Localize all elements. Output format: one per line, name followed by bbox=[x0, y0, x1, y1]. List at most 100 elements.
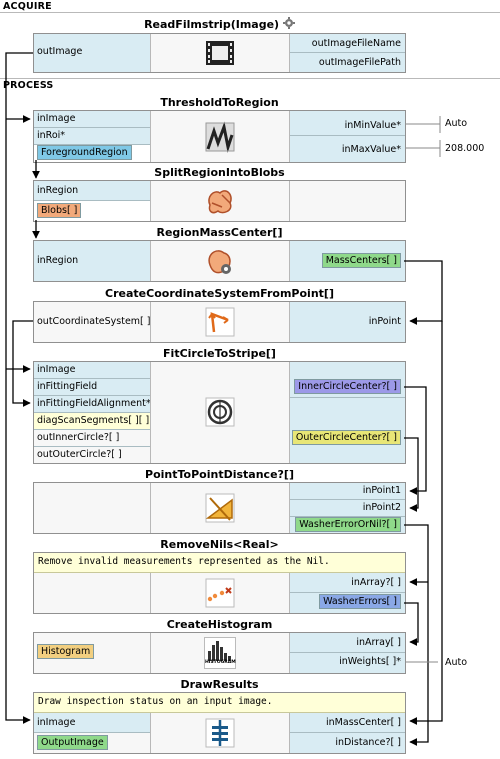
port-out-image-file-path[interactable]: outImageFilePath bbox=[318, 57, 401, 68]
circle-fit-icon bbox=[205, 397, 235, 427]
filmstrip-icon bbox=[206, 41, 234, 65]
port-mass-centers[interactable]: MassCenters[ ] bbox=[290, 253, 405, 269]
input-ports: inRegion bbox=[34, 241, 150, 281]
node-title-threshold[interactable]: ThresholdToRegion bbox=[160, 96, 279, 109]
link-mass-centers-draw[interactable] bbox=[409, 321, 443, 725]
port-in-image[interactable]: inImage bbox=[34, 111, 150, 128]
link-washer-error[interactable] bbox=[404, 524, 429, 746]
node-title-split[interactable]: SplitRegionIntoBlobs bbox=[154, 166, 285, 179]
port-blobs[interactable]: Blobs[ ] bbox=[34, 201, 150, 221]
node-read-filmstrip[interactable]: outImage outImageFileName outImageFilePa… bbox=[33, 33, 406, 73]
port-outer-circle-center[interactable]: OuterCircleCenter?[ ] bbox=[290, 430, 405, 449]
draw-results-icon bbox=[205, 718, 235, 748]
port-out-coordinate-system[interactable]: outCoordinateSystem[ ] bbox=[37, 316, 150, 327]
port-in-image[interactable]: inImage bbox=[34, 713, 150, 733]
distance-icon bbox=[205, 493, 235, 523]
node-point-to-point-distance[interactable]: inPoint1 inPoint2 WasherErrorOrNil?[ ] bbox=[33, 482, 406, 534]
input-area bbox=[34, 483, 150, 533]
link-mass-centers[interactable] bbox=[404, 260, 443, 325]
histogram-icon: HISTOGRAM bbox=[204, 637, 236, 669]
port-out-image[interactable]: outImage bbox=[37, 46, 83, 57]
value-max[interactable]: 208.000 bbox=[445, 143, 485, 154]
node-create-histogram[interactable]: Histogram HISTOGRAM inArray[ ] inWeights… bbox=[33, 632, 406, 674]
output-ports: inPoint1 inPoint2 WasherErrorOrNil?[ ] bbox=[290, 483, 405, 533]
port-in-weights[interactable]: inWeights[ ]* bbox=[339, 656, 401, 667]
node-title-draw-results[interactable]: DrawResults bbox=[180, 678, 259, 691]
coordinate-system-icon bbox=[205, 307, 235, 337]
value-weights[interactable]: Auto bbox=[445, 657, 468, 668]
port-in-point-2[interactable]: inPoint2 bbox=[290, 500, 405, 517]
node-title-histogram[interactable]: CreateHistogram bbox=[166, 618, 273, 631]
output-pill: MassCenters[ ] bbox=[321, 253, 401, 268]
port-washer-errors[interactable]: WasherErrors[ ] bbox=[290, 594, 405, 613]
port-histogram[interactable]: Histogram bbox=[34, 644, 150, 660]
port-in-mass-center[interactable]: inMassCenter[ ] bbox=[290, 713, 405, 733]
output-pill: Histogram bbox=[37, 644, 95, 659]
port-in-min-value[interactable]: inMinValue* bbox=[290, 116, 405, 136]
output-pill: OuterCircleCenter?[ ] bbox=[291, 430, 401, 445]
node-title-mass-center[interactable]: RegionMassCenter[] bbox=[156, 226, 283, 239]
port-in-region[interactable]: inRegion bbox=[37, 255, 79, 266]
port-in-roi[interactable]: inRoi* bbox=[34, 128, 150, 145]
port-out-inner-circle[interactable]: outInnerCircle?[ ] bbox=[34, 430, 150, 447]
link-outer-center[interactable] bbox=[404, 437, 419, 512]
histogram-icon-label: HISTOGRAM bbox=[205, 660, 236, 665]
port-in-max-value[interactable]: inMaxValue* bbox=[341, 144, 401, 155]
port-diag-scan-segments[interactable]: diagScanSegments[ ][ ] bbox=[34, 413, 150, 430]
port-output-image[interactable]: OutputImage bbox=[34, 733, 150, 753]
node-draw-results[interactable]: Draw inspection status on an input image… bbox=[33, 692, 406, 754]
icon-cell bbox=[150, 362, 290, 463]
node-region-mass-center[interactable]: inRegion MassCenters[ ] bbox=[33, 240, 406, 282]
node-create-coordinate-system[interactable]: outCoordinateSystem[ ] inPoint bbox=[33, 301, 406, 343]
section-divider bbox=[0, 78, 500, 79]
port-in-region[interactable]: inRegion bbox=[34, 181, 150, 201]
gear-icon[interactable] bbox=[282, 17, 295, 29]
port-in-point[interactable]: inPoint bbox=[368, 316, 401, 327]
node-threshold-to-region[interactable]: inImage inRoi* ForegroundRegion inMinVal… bbox=[33, 110, 406, 163]
node-title-read-filmstrip[interactable]: ReadFilmstrip(Image) bbox=[33, 17, 406, 31]
remove-nils-icon bbox=[205, 578, 235, 608]
output-ports: MassCenters[ ] bbox=[290, 241, 405, 281]
value-min[interactable]: Auto bbox=[445, 118, 468, 129]
port-in-point-1[interactable]: inPoint1 bbox=[290, 483, 405, 500]
node-remove-nils[interactable]: Remove invalid measurements represented … bbox=[33, 552, 406, 614]
output-ports: inPoint bbox=[290, 302, 405, 342]
histogram-bars bbox=[208, 641, 231, 661]
input-ports: inRegion Blobs[ ] bbox=[34, 181, 150, 221]
output-ports: inMassCenter[ ] inDistance?[ ] bbox=[290, 713, 405, 753]
node-split-region-into-blobs[interactable]: inRegion Blobs[ ] bbox=[33, 180, 406, 222]
port-in-fitting-field-alignment[interactable]: inFittingFieldAlignment* bbox=[34, 396, 150, 413]
port-in-distance[interactable]: inDistance?[ ] bbox=[335, 737, 401, 748]
output-ports: inArray?[ ] WasherErrors[ ] bbox=[290, 573, 405, 613]
output-pill: Blobs[ ] bbox=[37, 203, 82, 218]
output-pill: OutputImage bbox=[37, 735, 108, 750]
node-fit-circle-to-stripe[interactable]: inImage inFittingField inFittingFieldAli… bbox=[33, 361, 406, 464]
port-out-outer-circle[interactable]: outOuterCircle?[ ] bbox=[34, 447, 150, 463]
link-coordinate-system[interactable] bbox=[12, 320, 33, 407]
port-out-image-file-name[interactable]: outImageFileName bbox=[290, 36, 405, 53]
link-washer-errors[interactable] bbox=[404, 602, 419, 646]
blobs-icon bbox=[208, 190, 232, 214]
port-in-fitting-field[interactable]: inFittingField bbox=[34, 379, 150, 396]
value-connector-max bbox=[406, 140, 441, 157]
port-in-array[interactable]: inArray[ ] bbox=[290, 635, 405, 653]
output-pill: WasherErrorOrNil?[ ] bbox=[295, 517, 401, 532]
node-title-distance[interactable]: PointToPointDistance?[] bbox=[145, 468, 294, 481]
node-title-coord-system[interactable]: CreateCoordinateSystemFromPoint[] bbox=[105, 287, 334, 300]
section-process: PROCESS bbox=[3, 80, 54, 91]
output-ports: outImageFileName outImageFilePath bbox=[290, 34, 405, 72]
node-title-fit-circle[interactable]: FitCircleToStripe[] bbox=[163, 347, 276, 360]
link-out-image[interactable] bbox=[5, 52, 33, 724]
port-washer-error-or-nil[interactable]: WasherErrorOrNil?[ ] bbox=[290, 517, 405, 533]
port-inner-circle-center[interactable]: InnerCircleCenter?[ ] bbox=[290, 379, 405, 398]
node-title-remove-nils[interactable]: RemoveNils<Real> bbox=[160, 538, 279, 551]
output-ports: inArray[ ] inWeights[ ]* bbox=[290, 633, 405, 673]
output-pill: InnerCircleCenter?[ ] bbox=[294, 379, 401, 394]
input-area: outCoordinateSystem[ ] bbox=[34, 302, 150, 342]
port-foreground-region[interactable]: ForegroundRegion bbox=[34, 145, 150, 162]
node-title-text: ReadFilmstrip(Image) bbox=[144, 18, 280, 31]
link-inner-center[interactable] bbox=[404, 386, 427, 495]
output-pill: WasherErrors[ ] bbox=[319, 594, 401, 609]
port-in-array[interactable]: inArray?[ ] bbox=[290, 575, 405, 593]
port-in-image[interactable]: inImage bbox=[34, 362, 150, 379]
